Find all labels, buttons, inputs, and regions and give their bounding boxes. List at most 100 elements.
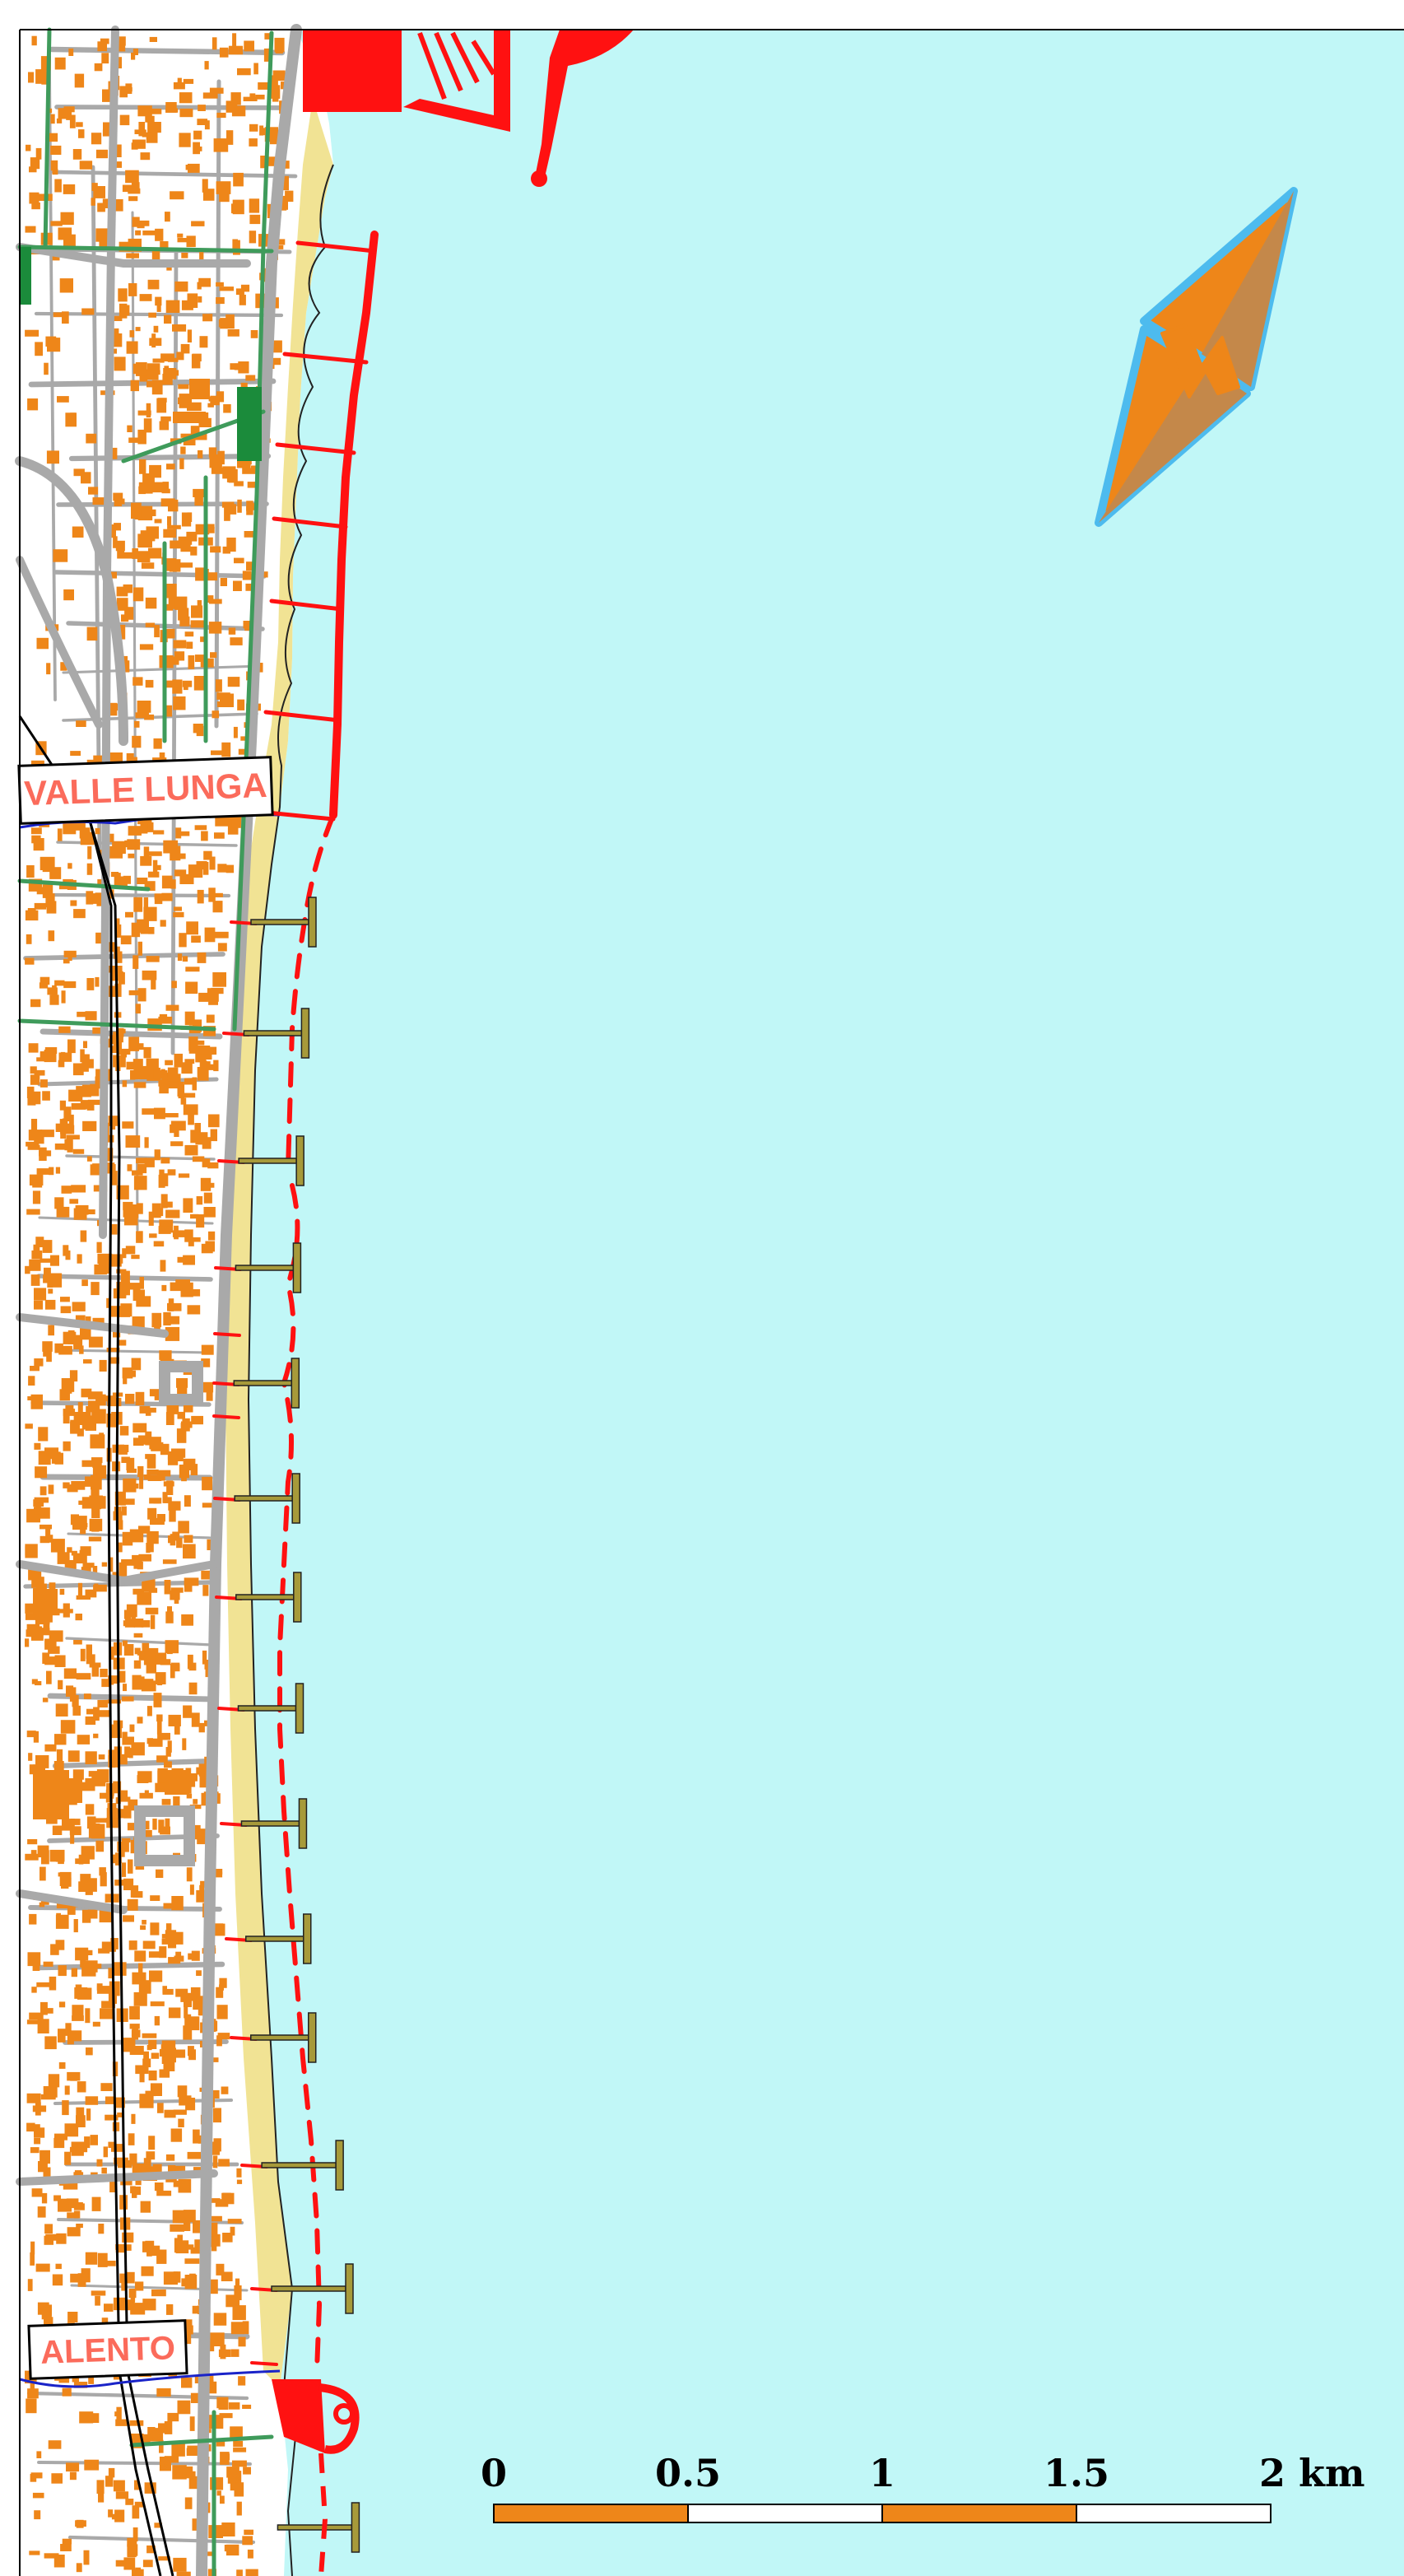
- building: [79, 1345, 84, 1354]
- building: [87, 1909, 98, 1919]
- building: [26, 1086, 35, 1098]
- building: [196, 861, 207, 866]
- building: [181, 253, 188, 259]
- building: [134, 1950, 146, 1962]
- building: [193, 2129, 200, 2144]
- building: [131, 1609, 136, 1620]
- building: [179, 873, 194, 884]
- building: [64, 2085, 70, 2095]
- building: [124, 607, 134, 620]
- building: [90, 1164, 102, 1176]
- building: [43, 1961, 53, 1967]
- building: [38, 1451, 51, 1465]
- building: [123, 1684, 127, 1692]
- building: [44, 2553, 59, 2559]
- building: [85, 1011, 97, 1021]
- building: [144, 1137, 149, 1148]
- building: [105, 2476, 114, 2487]
- building: [25, 1265, 30, 1274]
- building: [190, 2392, 201, 2403]
- building: [129, 1724, 135, 1732]
- building: [58, 2029, 66, 2043]
- building: [60, 1720, 76, 1734]
- building: [131, 2029, 141, 2038]
- building: [145, 115, 155, 123]
- building: [40, 2094, 56, 2100]
- building: [185, 967, 200, 972]
- building: [135, 230, 142, 235]
- building: [81, 1279, 88, 1287]
- building: [63, 1668, 77, 1679]
- building: [199, 1884, 204, 1893]
- building: [71, 1185, 86, 1193]
- building: [81, 472, 91, 484]
- building: [89, 1518, 103, 1531]
- beach-strip: [225, 99, 333, 2387]
- building: [138, 122, 146, 137]
- building: [30, 2382, 35, 2395]
- building: [114, 199, 123, 212]
- building: [27, 2279, 33, 2291]
- building: [72, 149, 82, 160]
- building: [75, 2520, 86, 2527]
- building: [146, 1543, 151, 1554]
- building: [285, 190, 294, 203]
- building: [55, 1167, 61, 1174]
- building: [94, 1583, 99, 1588]
- building: [174, 869, 187, 877]
- building: [32, 2105, 47, 2113]
- building: [62, 2538, 72, 2545]
- building: [35, 2263, 50, 2272]
- building: [170, 191, 184, 200]
- building: [123, 2038, 136, 2052]
- building: [137, 988, 146, 1002]
- building: [26, 1623, 40, 1631]
- building: [197, 952, 207, 963]
- building: [200, 1177, 212, 1191]
- building: [190, 2247, 203, 2254]
- building: [91, 198, 95, 206]
- building: [221, 2271, 233, 2281]
- building: [242, 2536, 253, 2546]
- building: [175, 1988, 188, 1997]
- building: [46, 1816, 58, 1824]
- building: [146, 2151, 156, 2160]
- building: [142, 2033, 157, 2038]
- building: [163, 368, 177, 380]
- building: [37, 2302, 49, 2315]
- minor-road: [40, 1028, 223, 1040]
- building: [72, 2005, 84, 2019]
- building: [135, 2065, 149, 2075]
- building: [131, 922, 141, 938]
- building: [149, 1233, 157, 1238]
- building: [129, 2024, 140, 2029]
- building: [46, 1347, 52, 1363]
- building: [119, 1796, 131, 1802]
- building: [48, 1288, 53, 1294]
- building: [264, 156, 276, 166]
- building: [198, 2006, 207, 2016]
- building: [168, 2164, 176, 2174]
- building: [181, 512, 192, 527]
- building: [167, 1169, 176, 1176]
- building: [202, 1158, 211, 1167]
- building: [137, 1651, 147, 1656]
- building: [178, 397, 184, 404]
- building: [67, 1139, 73, 1153]
- building: [26, 934, 32, 944]
- building: [40, 856, 55, 870]
- building: [91, 1474, 102, 1490]
- building: [181, 300, 193, 310]
- building: [151, 977, 156, 990]
- building: [33, 1589, 58, 1614]
- building: [148, 1211, 154, 1226]
- building: [134, 2281, 144, 2291]
- building: [211, 468, 225, 474]
- building: [160, 416, 171, 422]
- railway-line: [18, 715, 174, 2576]
- building: [77, 1254, 82, 1264]
- building: [144, 1158, 155, 1167]
- building: [183, 1458, 196, 1470]
- building: [34, 902, 47, 910]
- building: [162, 1492, 168, 1503]
